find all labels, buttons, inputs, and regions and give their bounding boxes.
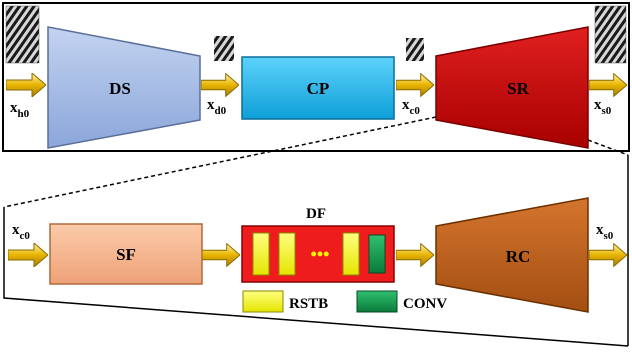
df-title: DF <box>306 206 326 222</box>
cp-label: CP <box>307 79 330 98</box>
legend-conv-label: CONV <box>403 296 447 312</box>
legend-conv-swatch <box>356 290 398 313</box>
zoom-line-left <box>3 116 437 208</box>
ds-label: DS <box>109 79 131 98</box>
zoom-line-right <box>587 139 629 156</box>
legend-rstb-label: RSTB <box>289 296 328 312</box>
output-arrow-top <box>589 73 627 97</box>
detail-input-arrow <box>8 243 48 267</box>
rstb-block-3 <box>342 232 360 276</box>
zebra-compressed-image <box>406 38 424 61</box>
detail-panel-left-border <box>3 207 629 347</box>
df-to-rc-arrow <box>396 243 434 267</box>
down-label: xd0 <box>207 97 227 117</box>
detail-output-arrow <box>589 243 627 267</box>
legend-rstb-swatch <box>242 290 284 313</box>
ds-block <box>47 26 201 149</box>
df-dots: ••• <box>311 244 330 264</box>
zebra-input-image <box>5 5 40 64</box>
legend: RSTB CONV <box>242 290 447 313</box>
input-label-top: xh0 <box>10 100 30 120</box>
sf-label: SF <box>116 245 136 264</box>
sr-block <box>435 26 589 149</box>
input-arrow <box>6 73 46 97</box>
comp-label: xc0 <box>402 97 420 117</box>
rc-block <box>435 197 589 313</box>
sr-label: SR <box>507 79 529 98</box>
zebra-output-image <box>594 5 627 64</box>
input-label-detail: xc0 <box>12 222 30 242</box>
out-label-detail: xs0 <box>596 222 614 242</box>
top-panel-frame <box>2 2 630 152</box>
rstb-block-2 <box>278 232 296 276</box>
conv-block <box>368 234 386 274</box>
cp-to-sr-arrow <box>396 73 434 97</box>
out-label-top: xs0 <box>594 97 612 117</box>
rc-label: RC <box>506 247 531 266</box>
zebra-downsampled-image <box>214 36 234 61</box>
cp-block <box>241 56 395 120</box>
rstb-block-1 <box>252 232 270 276</box>
sf-to-df-arrow <box>202 243 240 267</box>
ds-to-cp-arrow <box>201 73 239 97</box>
